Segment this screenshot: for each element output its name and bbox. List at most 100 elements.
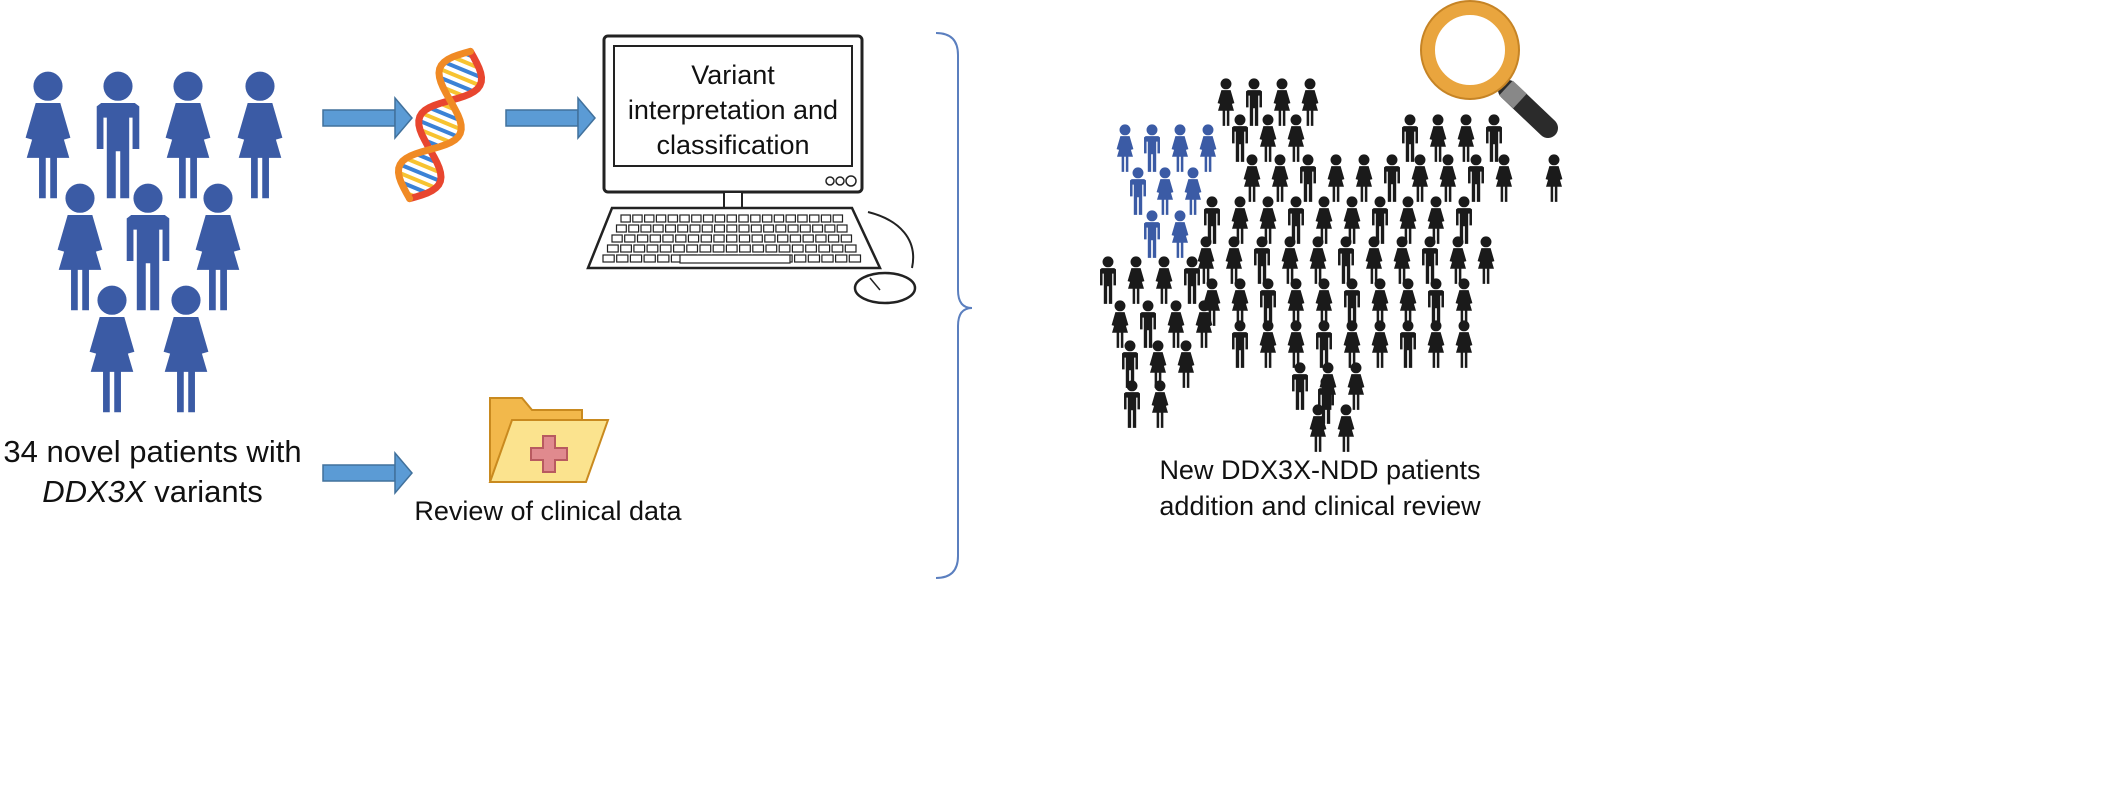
patient-figure-icon — [163, 285, 209, 413]
crowd-patient-icon — [1393, 236, 1411, 284]
crowd-patient-icon — [1449, 236, 1467, 284]
keyboard-key — [633, 244, 646, 253]
keyboard-key — [776, 234, 789, 243]
keyboard-key — [836, 224, 848, 233]
magnifier-icon — [1420, 0, 1558, 138]
patient-figure-icon — [165, 71, 211, 199]
highlighted-patient-icon — [1171, 124, 1189, 172]
patient-figure-icon — [237, 71, 283, 199]
keyboard-key — [652, 224, 664, 233]
patient-figure-icon — [57, 183, 103, 311]
dna-base-pair — [397, 170, 437, 190]
keyboard-key — [620, 244, 633, 253]
keyboard-key — [750, 214, 761, 223]
crowd-patient-icon — [1399, 278, 1417, 326]
crowd-patient-icon — [1355, 154, 1373, 202]
dna-base-pair — [418, 118, 459, 139]
keyboard-key — [646, 244, 659, 253]
keyboard-key — [689, 224, 701, 233]
result-caption-line-1: New DDX3X-NDD patients — [1159, 455, 1481, 485]
keyboard-key — [679, 214, 690, 223]
crowd-patient-icon — [1155, 256, 1173, 304]
keyboard-key — [686, 244, 699, 253]
crowd-patient-icon — [1122, 340, 1138, 388]
keyboard-key — [808, 214, 820, 223]
crowd-patient-icon — [1327, 154, 1345, 202]
crowd-patient-icon — [1344, 278, 1360, 326]
patient-figure-icon — [195, 183, 241, 311]
keyboard-key — [797, 214, 808, 223]
keyboard-key — [738, 244, 751, 253]
keyboard-key — [687, 234, 700, 243]
keyboard-key — [793, 254, 807, 263]
crowd-patient-icon — [1422, 236, 1438, 284]
highlighted-patient-icon — [1144, 210, 1160, 258]
crowd-patient-icon — [1246, 78, 1262, 126]
keyboard-key — [662, 234, 674, 243]
dna-base-pair — [438, 66, 481, 88]
crowd-patient-icon — [1316, 320, 1332, 368]
keyboard-key — [713, 224, 725, 233]
crowd-patient-icon — [1260, 278, 1276, 326]
patients-caption: 34 novel patients with DDX3X variants — [0, 432, 305, 512]
keyboard-key — [675, 234, 687, 243]
folder-caption: Review of clinical data — [414, 496, 682, 526]
keyboard-key — [712, 244, 725, 253]
keyboard-key — [820, 214, 832, 223]
highlighted-patient-icon — [1130, 167, 1146, 215]
crowd-patient-icon — [1486, 114, 1502, 162]
highlighted-patient-icon — [1199, 124, 1217, 172]
keyboard-key — [844, 244, 857, 253]
keyboard-key — [818, 244, 831, 253]
gene-name: DDX3X — [42, 474, 146, 509]
crowd-patient-icon — [1231, 278, 1249, 326]
crowd-patient-icon — [1400, 320, 1416, 368]
crowd-patient-icon — [1292, 362, 1308, 410]
keyboard-key — [677, 224, 689, 233]
keyboard-key — [629, 254, 643, 263]
crowd-patient-icon — [1271, 154, 1289, 202]
crowd-patient-icon — [1365, 236, 1383, 284]
keyboard-key — [807, 254, 821, 263]
dna-base-pair — [438, 75, 475, 94]
keyboard-key — [624, 234, 636, 243]
keyboard-key — [738, 214, 749, 223]
dna-strand — [406, 47, 486, 203]
crowd-patient-icon — [1455, 320, 1473, 368]
keyboard-key — [659, 244, 672, 253]
crowd-patient-icon — [1301, 78, 1319, 126]
keyboard-key — [761, 214, 773, 223]
keyboard-key — [632, 214, 643, 223]
keyboard-key — [699, 244, 712, 253]
keyboard-key — [643, 214, 655, 223]
keyboard-key — [606, 244, 619, 253]
patient-figure-icon — [89, 285, 135, 413]
dna-strand — [394, 47, 474, 203]
keyboard-key — [602, 254, 615, 263]
keyboard-key — [725, 234, 738, 243]
highlighted-patient-icon — [1116, 124, 1134, 172]
keyboard-spacebar — [679, 254, 791, 264]
crowd-patient-icon — [1545, 154, 1563, 202]
crowd-patient-icon — [1243, 154, 1261, 202]
monitor-text-line-1: Variant — [691, 60, 775, 90]
dna-base-pair — [428, 105, 461, 123]
medical-folder-icon — [488, 397, 610, 483]
keyboard-key — [664, 224, 676, 233]
patient-figure-icon — [96, 71, 140, 199]
dna-base-pair — [399, 162, 442, 184]
crowd-patient-icon — [1197, 236, 1215, 284]
crowd-patient-icon — [1429, 114, 1447, 162]
crowd-patient-icon — [1225, 236, 1243, 284]
patients-caption-line-2-rest: variants — [145, 474, 263, 509]
keyboard-key — [791, 244, 804, 253]
keyboard-key — [827, 234, 840, 243]
crowd-patient-icon — [1428, 278, 1444, 326]
monitor-text: Variant interpretation and classificatio… — [614, 58, 852, 163]
keyboard-key — [751, 234, 763, 243]
crowd-patient-icon — [1457, 114, 1475, 162]
keyboard-key — [832, 214, 844, 223]
keyboard-key — [815, 234, 827, 243]
keyboard-key — [773, 214, 785, 223]
